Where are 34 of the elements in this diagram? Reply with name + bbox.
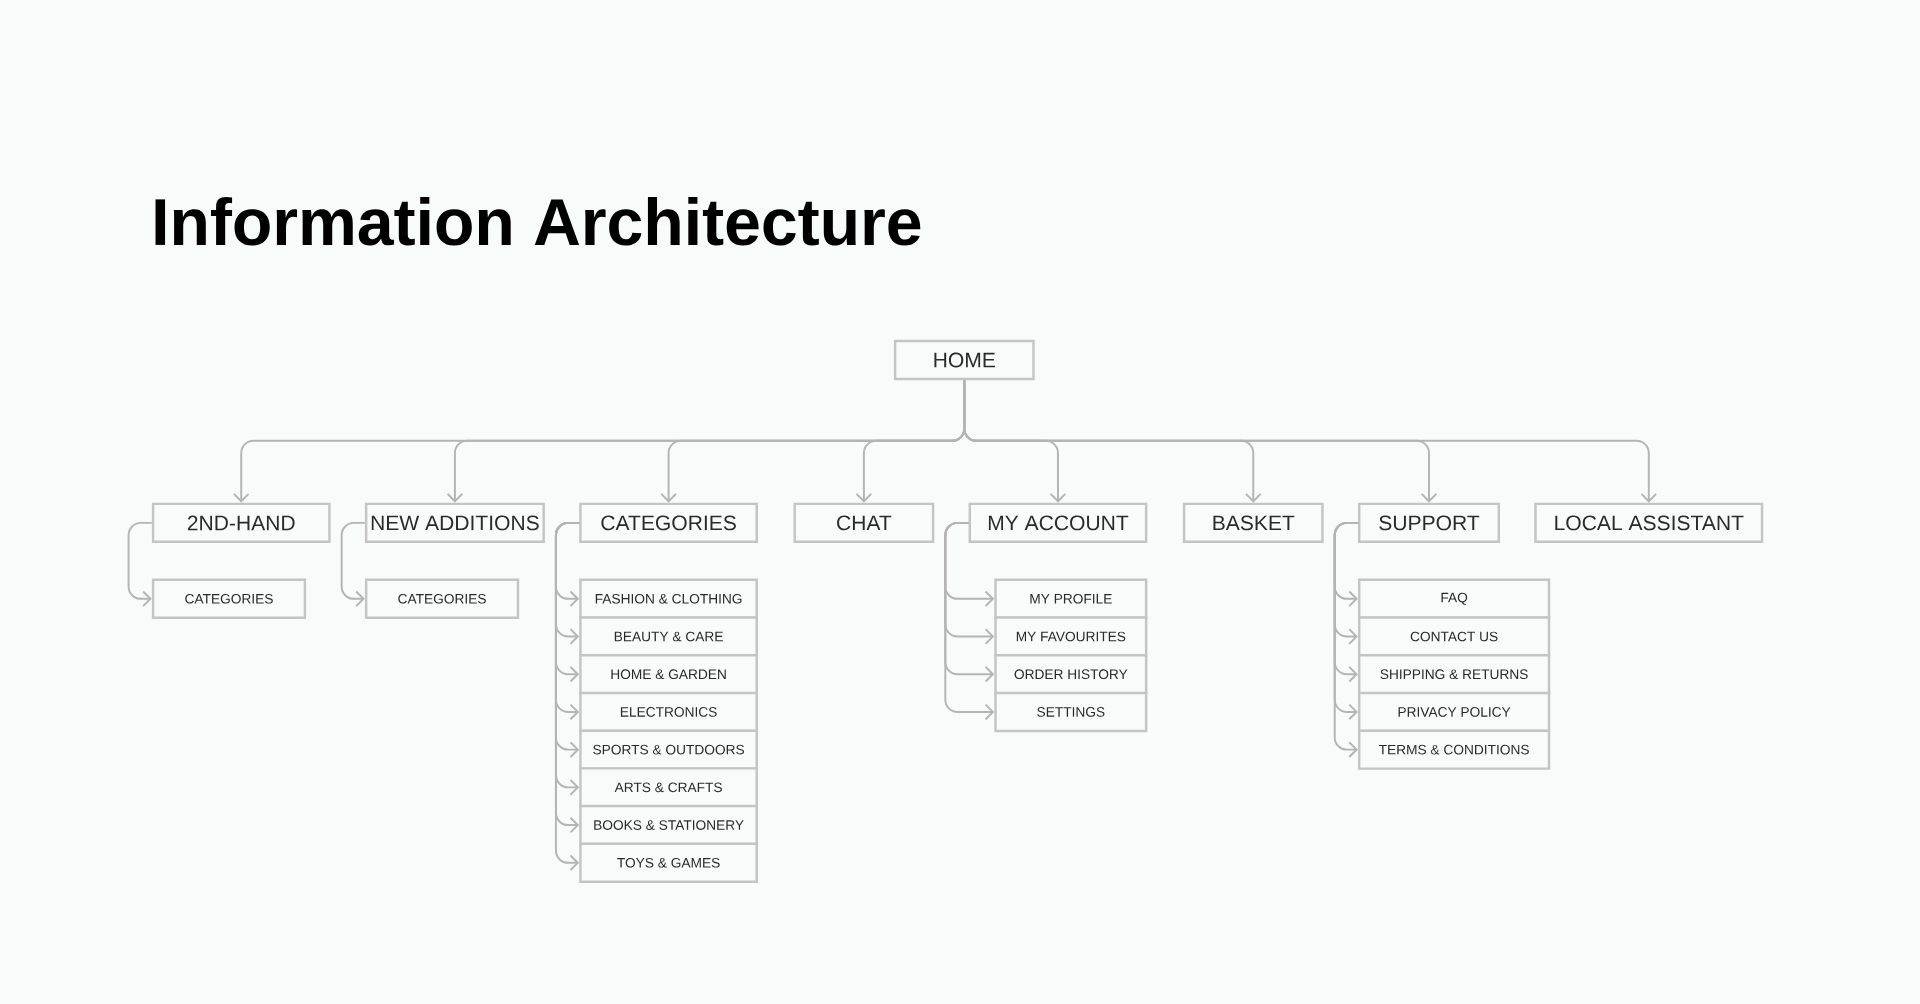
subpage-box: TERMS & CONDITIONS xyxy=(1357,729,1551,770)
arrow xyxy=(340,521,366,608)
subpage-box: SPORTS & OUTDOORS xyxy=(579,729,758,770)
subpage-box: SHIPPING & RETURNS xyxy=(1357,653,1551,695)
page-box: HOME xyxy=(893,339,1035,381)
subpage-box: FAQ xyxy=(1357,578,1551,619)
subpage-box: FASHION & CLOTHING xyxy=(579,578,758,619)
page-box: 2ND-HAND xyxy=(151,502,331,544)
subpage-box: BEAUTY & CARE xyxy=(579,616,758,657)
page-box: NEW ADDITIONS xyxy=(364,502,545,544)
subpage-box: BOOKS & STATIONERY xyxy=(579,804,758,846)
page-box: CATEGORIES xyxy=(579,502,758,544)
page-box: SUPPORT xyxy=(1357,502,1500,544)
subpage-box: CATEGORIES xyxy=(151,578,307,619)
subpage-box: SETTINGS xyxy=(994,691,1148,733)
page-box: BASKET xyxy=(1182,502,1324,544)
page-box: CHAT xyxy=(793,502,935,544)
subpage-box: ORDER HISTORY xyxy=(994,653,1148,695)
subpage-box: CATEGORIES xyxy=(364,578,520,619)
page-box: MY ACCOUNT xyxy=(968,502,1148,544)
arrow xyxy=(963,379,1658,503)
page-box: LOCAL ASSISTANT xyxy=(1534,502,1764,544)
title: Information Architecture xyxy=(155,196,921,246)
subpage-box: TOYS & GAMES xyxy=(579,842,758,883)
subpage-box: MY PROFILE xyxy=(994,578,1148,619)
arrow xyxy=(944,521,995,721)
subpage-box: CONTACT US xyxy=(1357,616,1551,657)
subpage-box: HOME & GARDEN xyxy=(579,653,758,695)
arrow xyxy=(127,521,153,608)
subpage-box: ARTS & CRAFTS xyxy=(579,767,758,808)
subpage-box: ELECTRONICS xyxy=(579,691,758,733)
subpage-box: PRIVACY POLICY xyxy=(1357,691,1551,733)
arrow xyxy=(1333,521,1359,758)
subpage-box: MY FAVOURITES xyxy=(994,616,1148,657)
